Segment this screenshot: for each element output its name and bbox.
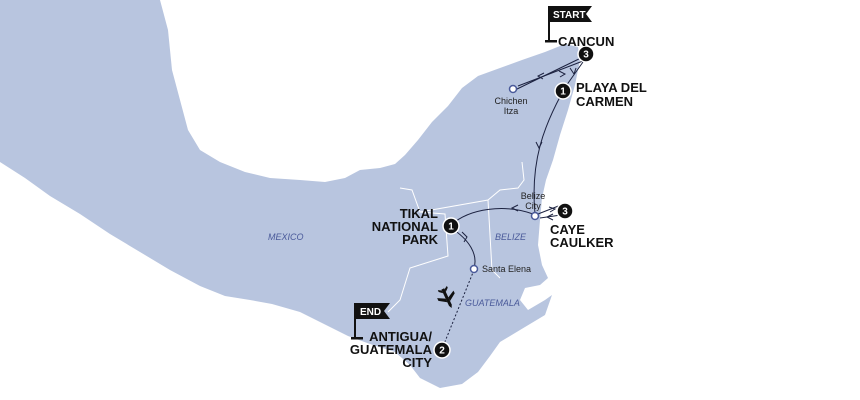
start-flag-label: START: [553, 10, 586, 21]
country-label-guatemala: GUATEMALA: [465, 298, 520, 308]
route-cancun-chichen: [514, 55, 586, 91]
flag-icon: [351, 303, 390, 340]
stop-label-antigua-line3: CITY: [402, 355, 432, 370]
land-mass: [0, 0, 580, 388]
plane-icon: [437, 285, 455, 308]
stop-label-playa-line1: PLAYA DEL: [576, 80, 647, 95]
flag-icon: [545, 6, 592, 43]
badge-antigua-nights: 2: [439, 346, 445, 357]
arrow-icon: [558, 70, 567, 78]
waypoint-santa-elena: [469, 264, 479, 274]
stop-label-playa-line2: CARMEN: [576, 94, 633, 109]
stop-label-caye-line2: CAULKER: [550, 235, 614, 250]
route-belize-caye: [537, 204, 562, 215]
stop-label-cancun: CANCUN: [558, 34, 614, 49]
country-label-belize: BELIZE: [495, 232, 527, 242]
badge-tikal: 1: [442, 217, 460, 235]
country-label-mexico: MEXICO: [268, 232, 304, 242]
end-flag-label: END: [360, 307, 381, 318]
badge-tikal-nights: 1: [448, 222, 454, 233]
waypoint-label-chichen-line1: Chichen: [494, 96, 527, 106]
arrow-icon: [548, 206, 557, 213]
waypoint-belize-city: [530, 211, 540, 221]
route-arrows: [461, 67, 577, 243]
stop-label-caye-line1: CAYE: [550, 222, 585, 237]
arrow-icon: [535, 141, 543, 150]
border-mexico-guatemala: [387, 187, 449, 313]
route-chichen-cancun: [517, 60, 584, 87]
waypoint-label-belize-city-line2: City: [525, 201, 541, 211]
badge-caye-nights: 3: [562, 207, 568, 218]
country-borders: [387, 161, 525, 313]
arrow-icon: [545, 213, 554, 221]
arrow-icon: [536, 72, 545, 80]
badge-caye: 3: [556, 202, 574, 220]
arrow-icon: [510, 204, 519, 212]
end-flag: END: [351, 303, 390, 340]
waypoint-chichen-itza: [508, 84, 518, 94]
waypoint-label-belize-city-line1: Belize: [521, 191, 546, 201]
waypoint-label-chichen-line2: Itza: [504, 106, 519, 116]
stop-label-antigua-line2: GUATEMALA: [350, 342, 433, 357]
stop-label-tikal-line1: TIKAL: [400, 206, 438, 221]
stop-label-tikal-line2: NATIONAL: [372, 219, 438, 234]
stop-label-tikal-line3: PARK: [402, 232, 438, 247]
badge-cancun-nights: 3: [583, 50, 589, 61]
badge-antigua: 2: [433, 341, 451, 359]
badge-playa: 1: [554, 82, 572, 100]
badge-cancun: 3: [577, 45, 595, 63]
stop-label-antigua-line1: ANTIGUA/: [369, 329, 432, 344]
badge-playa-nights: 1: [560, 87, 566, 98]
arrow-icon: [461, 231, 468, 243]
border-belize-guatemala: [487, 199, 501, 279]
arrow-icon: [569, 67, 577, 76]
start-flag: START: [545, 6, 592, 43]
border-yucatan-belize: [419, 161, 525, 213]
waypoint-label-santa-elena: Santa Elena: [482, 264, 531, 274]
waypoints: [469, 84, 540, 274]
